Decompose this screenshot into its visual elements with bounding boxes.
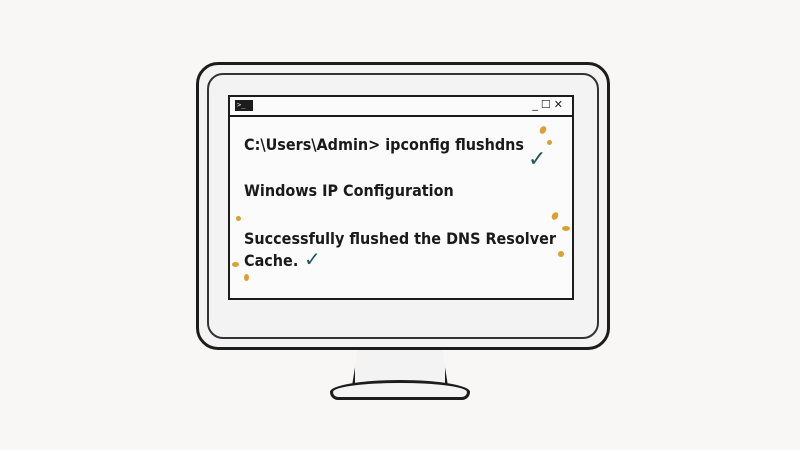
terminal-prompt-icon: >_ [235,100,253,111]
title-bar: >_ _☐✕ [230,97,572,117]
decor-dot [558,251,564,257]
checkmark-icon: ✓ [528,147,547,172]
output-success: Successfully flushed the DNS Resolver [244,229,556,248]
bezel-inner [207,73,599,339]
maximize-button[interactable]: ☐ [540,98,554,111]
window-controls: _☐✕ [532,98,566,111]
minimize-button[interactable]: _ [532,98,541,111]
close-button[interactable]: ✕ [553,98,566,111]
output-success-cont: Cache. [244,251,299,270]
decor-dot [236,216,241,221]
decor-dot [244,274,249,281]
terminal-window: >_ _☐✕ C:\Users\Admin> ipconfig flushdns… [228,95,574,300]
output-heading: Windows IP Configuration [244,181,454,200]
decor-dot [547,140,552,145]
command-line: C:\Users\Admin> ipconfig flushdns [244,135,524,154]
monitor-stand-base [330,380,470,400]
decor-dot [562,226,570,231]
checkmark-icon: ✓ [304,247,321,271]
decor-dot [232,262,239,267]
